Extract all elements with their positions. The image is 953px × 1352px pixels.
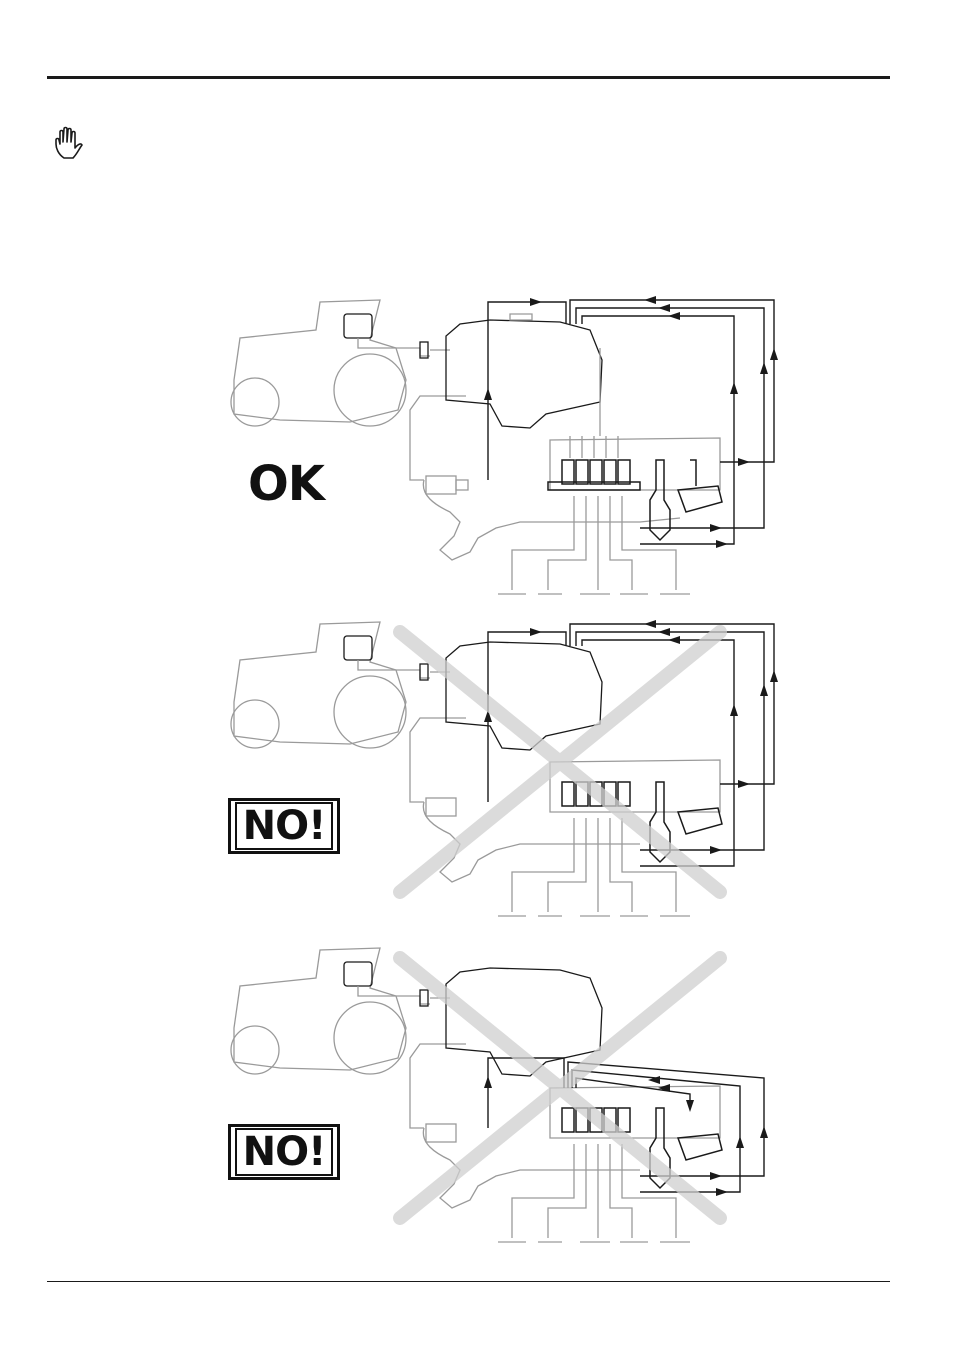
tractor-outline [233, 299, 407, 423]
cross-out-mark [393, 625, 727, 899]
hand-stop-icon [55, 126, 83, 159]
header-rule [47, 76, 890, 79]
plumbing-diagram-wrong-2 [230, 947, 768, 1243]
figure-wrong-2: NO! [220, 938, 780, 1258]
figure-ok: OK [220, 290, 780, 610]
verdict-no-label-1: NO! [228, 798, 340, 854]
figure-wrong-1: NO! [220, 612, 780, 932]
verdict-no-label-2: NO! [228, 1124, 340, 1180]
cross-out-mark [393, 951, 727, 1225]
footer-rule [47, 1281, 890, 1282]
plumbing-diagram-ok [230, 296, 778, 595]
verdict-ok-label: OK [248, 456, 325, 512]
plumbing-diagram-wrong-1 [230, 620, 778, 917]
